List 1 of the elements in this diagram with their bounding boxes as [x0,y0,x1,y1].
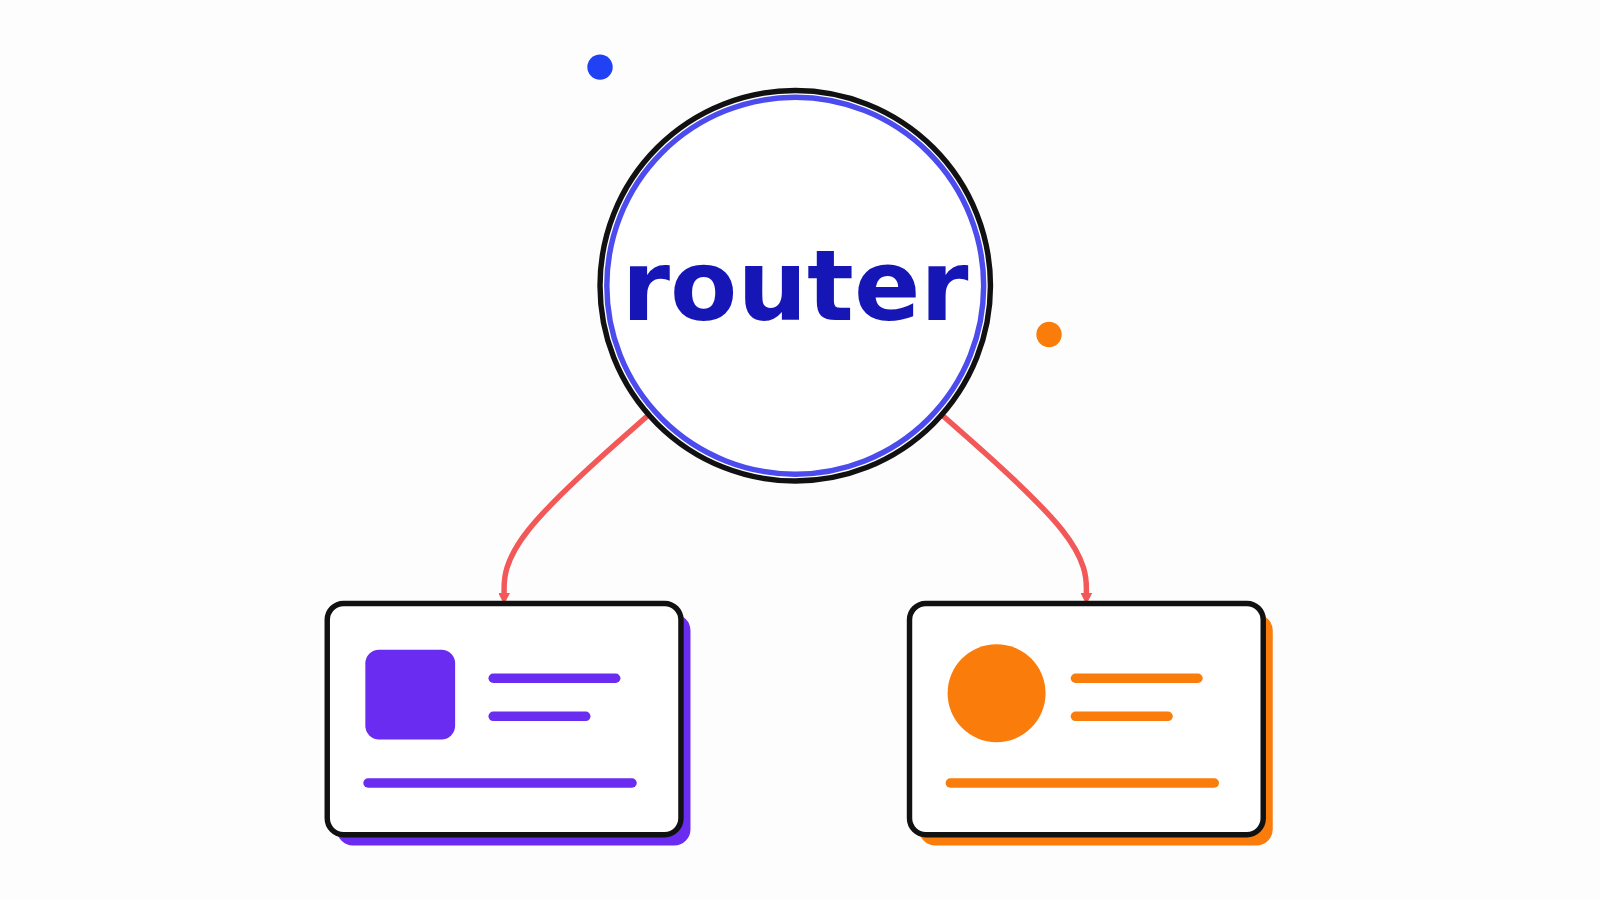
node-circle: router [597,87,994,484]
